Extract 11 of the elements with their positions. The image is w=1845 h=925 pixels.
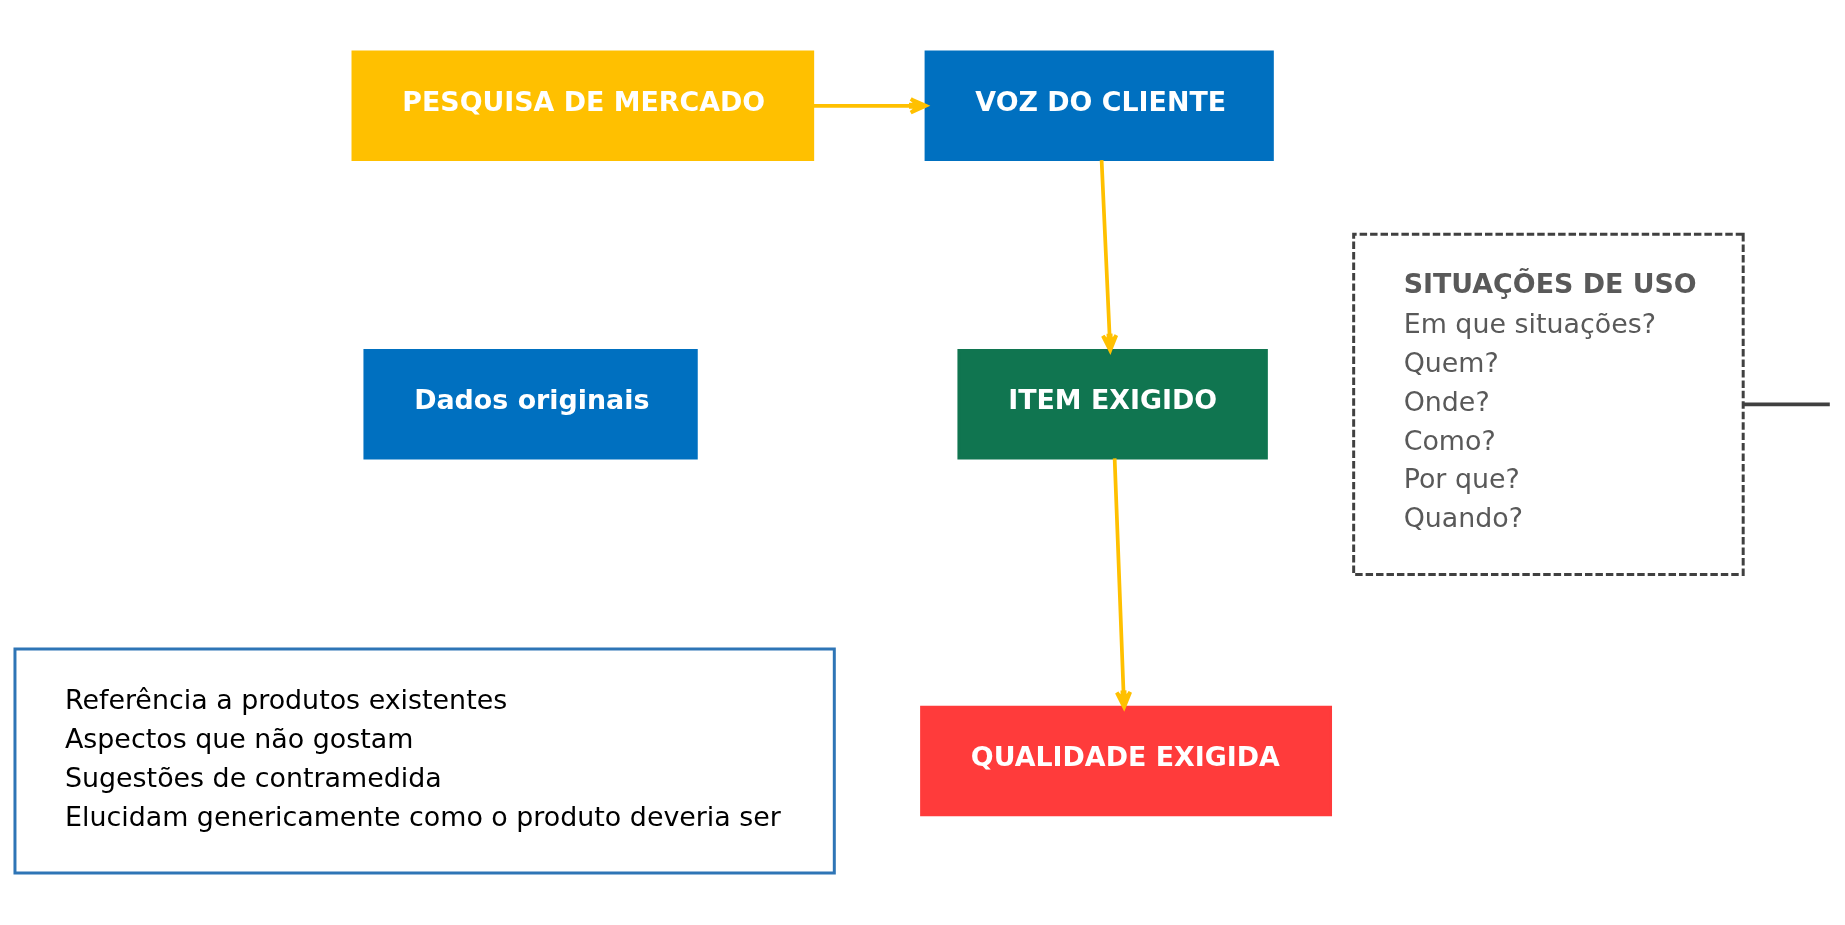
node-box: VOZ DO CLIENTE xyxy=(924,50,1274,162)
node-box: Dados originais xyxy=(362,349,698,460)
node-box: SITUAÇÕES DE USO Em que situações? Quem? Onde? Como? Por que? Quando? xyxy=(1351,232,1745,576)
node-box: PESQUISA DE MERCADO xyxy=(351,50,814,162)
node-box: ITEM EXIGIDO xyxy=(956,349,1268,460)
node-box: QUALIDADE EXIGIDA xyxy=(919,705,1332,817)
connector xyxy=(1742,402,1830,407)
node-box: Referência a produtos existentes Aspectos que não gostam Sugestões de contramedida Elucidam genericamente como o produto deveria ser xyxy=(13,647,836,875)
arrow xyxy=(1099,160,1118,353)
arrow xyxy=(1112,458,1132,710)
arrow xyxy=(812,97,928,115)
